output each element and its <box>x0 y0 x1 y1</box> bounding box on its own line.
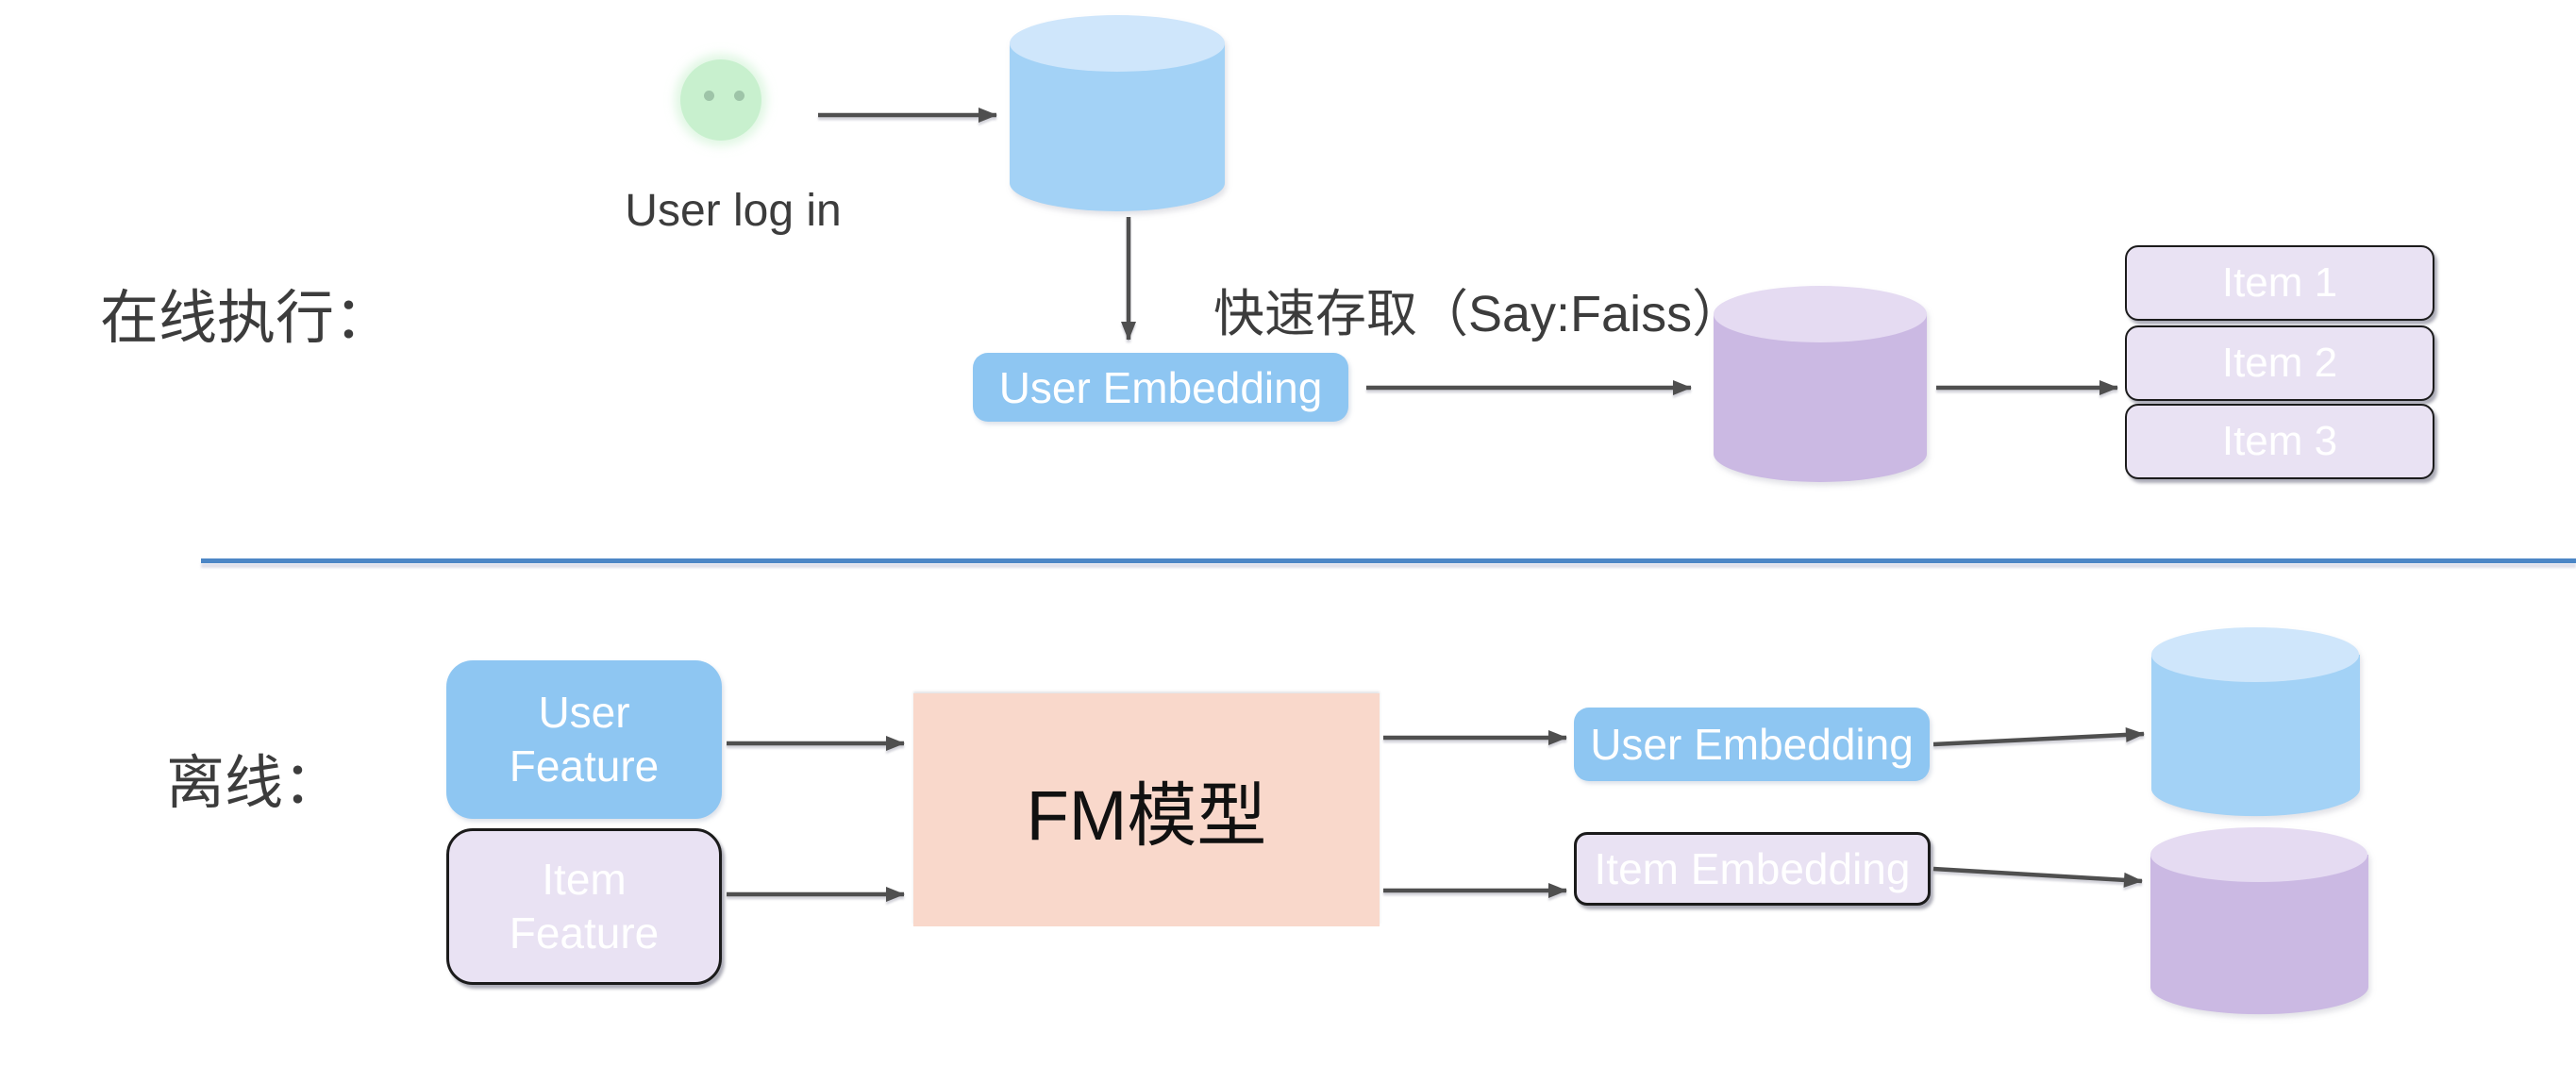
item-node-1: Item 1 <box>2125 245 2434 321</box>
user-feature-node: User Feature <box>446 660 722 819</box>
user-login-label: User log in <box>625 186 842 236</box>
user-icon <box>680 59 761 141</box>
user-embedding-database-icon <box>1010 15 1225 211</box>
item-embedding-node-offline: Item Embedding <box>1574 832 1931 906</box>
user-embedding-store-database-icon <box>2151 627 2360 817</box>
item-embedding-store-database-icon <box>2150 827 2368 1015</box>
arrow-user-embedding-to-store <box>1932 726 2145 747</box>
item-node-2: Item 2 <box>2125 325 2434 401</box>
arrow-item-embedding-to-store <box>1932 866 2143 888</box>
section-divider <box>201 558 2576 563</box>
fast-access-label: 快速存取（Say:Faiss） <box>1213 286 1744 342</box>
item-feature-node: Item Feature <box>446 828 722 985</box>
user-embedding-node-offline: User Embedding <box>1574 708 1930 781</box>
item-node-3: Item 3 <box>2125 404 2434 479</box>
user-embedding-node-online: User Embedding <box>973 353 1348 422</box>
user-icon-right-eye <box>734 91 744 101</box>
user-icon-left-eye <box>704 91 714 101</box>
fm-model-node: FM模型 <box>913 693 1380 926</box>
online-section-label: 在线执行： <box>100 286 393 351</box>
faiss-index-database-icon <box>1714 286 1927 482</box>
offline-section-label: 离线： <box>166 751 343 816</box>
